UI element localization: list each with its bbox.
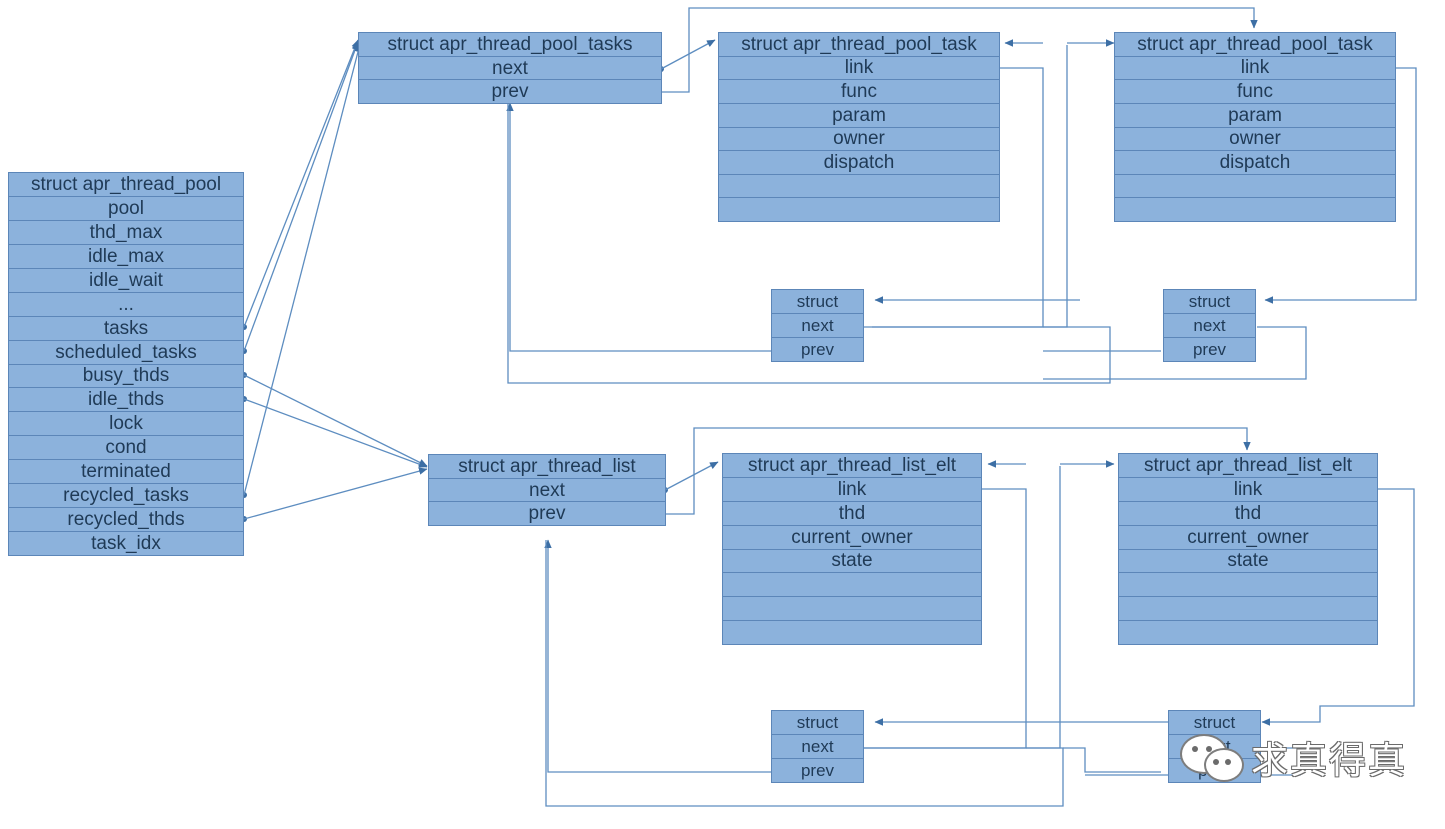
ring-head-task-1: struct next prev: [771, 289, 864, 362]
box-title: struct apr_thread_list: [429, 455, 665, 479]
field-dispatch: dispatch: [1115, 151, 1395, 175]
field-func: func: [1115, 80, 1395, 104]
box-title: struct: [772, 290, 863, 314]
wire-thread-list-next-to-elt1: [662, 461, 719, 493]
struct-apr-thread-list: struct apr_thread_list next prev: [428, 454, 666, 526]
wire-tasks-to-pool-tasks: [241, 39, 359, 330]
struct-apr-thread-pool: struct apr_thread_pool pool thd_max idle…: [8, 172, 244, 556]
field-next: next: [1164, 314, 1255, 338]
field-task-idx: task_idx: [9, 532, 243, 555]
field-state: state: [1119, 549, 1377, 574]
ring-head-list-1: struct next prev: [771, 710, 864, 783]
box-title: struct: [1169, 711, 1260, 735]
struct-apr-thread-pool-task-2: struct apr_thread_pool_task link func pa…: [1114, 32, 1396, 222]
field-pool: pool: [9, 196, 243, 221]
watermark-text: 求真得真: [1251, 739, 1407, 782]
field-owner: owner: [719, 127, 999, 152]
field-prev: prev: [772, 338, 863, 361]
struct-apr-thread-pool-task-1: struct apr_thread_pool_task link func pa…: [718, 32, 1000, 222]
field-prev: prev: [1164, 338, 1255, 361]
field-empty-1: [1115, 174, 1395, 199]
ring-head-list-2: struct next prev: [1168, 710, 1261, 783]
box-title: struct apr_thread_list_elt: [723, 454, 981, 478]
ring-head-task-2: struct next prev: [1163, 289, 1256, 362]
field-link: link: [1119, 477, 1377, 502]
wire-task2-header-in: [1043, 39, 1115, 328]
field-link: link: [723, 477, 981, 502]
box-title: struct apr_thread_pool_task: [719, 33, 999, 57]
field-scheduled-tasks: scheduled_tasks: [9, 340, 243, 365]
field-recycled-thds: recycled_thds: [9, 508, 243, 533]
field-prev: prev: [772, 759, 863, 782]
box-title: struct apr_thread_pool: [9, 173, 243, 197]
field-empty-3: [723, 621, 981, 644]
field-empty-2: [723, 597, 981, 622]
field-link: link: [1115, 56, 1395, 81]
field-prev: prev: [429, 502, 665, 526]
field-next: next: [772, 314, 863, 338]
field-idle-wait: idle_wait: [9, 268, 243, 293]
field-tasks: tasks: [9, 316, 243, 341]
field-cond: cond: [9, 436, 243, 461]
wire-scheduled-tasks-to-pool-tasks: [241, 41, 359, 354]
field-empty-1: [1119, 573, 1377, 598]
field-empty-2: [1115, 198, 1395, 221]
field-link: link: [719, 56, 999, 81]
field-empty-2: [1119, 597, 1377, 622]
field-idle-max: idle_max: [9, 244, 243, 269]
field-next: next: [1169, 735, 1260, 759]
field-empty-2: [719, 198, 999, 221]
field-recycled-tasks: recycled_tasks: [9, 484, 243, 509]
field-ellipsis: ...: [9, 292, 243, 317]
field-func: func: [719, 80, 999, 104]
struct-apr-thread-pool-tasks: struct apr_thread_pool_tasks next prev: [358, 32, 662, 104]
field-idle-thds: idle_thds: [9, 388, 243, 413]
wire-idle-thds-to-thread-list: [241, 396, 428, 468]
box-title: struct apr_thread_pool_tasks: [359, 33, 661, 57]
box-title: struct apr_thread_pool_task: [1115, 33, 1395, 57]
wire-ringhead-list2-prev-left: [1063, 747, 1161, 773]
field-next: next: [359, 56, 661, 81]
field-prev: prev: [359, 80, 661, 104]
box-title: struct apr_thread_list_elt: [1119, 454, 1377, 478]
field-thd: thd: [723, 501, 981, 526]
field-busy-thds: busy_thds: [9, 364, 243, 389]
struct-apr-thread-list-elt-2: struct apr_thread_list_elt link thd curr…: [1118, 453, 1378, 645]
field-lock: lock: [9, 412, 243, 437]
field-next: next: [429, 478, 665, 503]
field-empty-1: [723, 573, 981, 598]
field-prev: prev: [1169, 759, 1260, 782]
field-empty-3: [1119, 621, 1377, 644]
wire-recycled-thds-to-thread-list: [241, 467, 428, 522]
field-thd: thd: [1119, 501, 1377, 526]
field-state: state: [723, 549, 981, 574]
field-thd-max: thd_max: [9, 220, 243, 245]
wire-busy-thds-to-thread-list: [241, 372, 428, 467]
field-dispatch: dispatch: [719, 151, 999, 175]
box-title: struct: [1164, 290, 1255, 314]
struct-apr-thread-list-elt-1: struct apr_thread_list_elt link thd curr…: [722, 453, 982, 645]
field-param: param: [719, 103, 999, 128]
wire-recycled-tasks-to-pool-tasks: [241, 43, 362, 498]
field-empty-1: [719, 174, 999, 199]
wire-elt2-header-in: [1026, 460, 1115, 749]
field-terminated: terminated: [9, 460, 243, 485]
box-title: struct: [772, 711, 863, 735]
field-current-owner: current_owner: [1119, 525, 1377, 550]
field-param: param: [1115, 103, 1395, 128]
field-current-owner: current_owner: [723, 525, 981, 550]
wire-pool-tasks-next-to-task1: [658, 39, 716, 72]
field-owner: owner: [1115, 127, 1395, 152]
field-next: next: [772, 735, 863, 759]
